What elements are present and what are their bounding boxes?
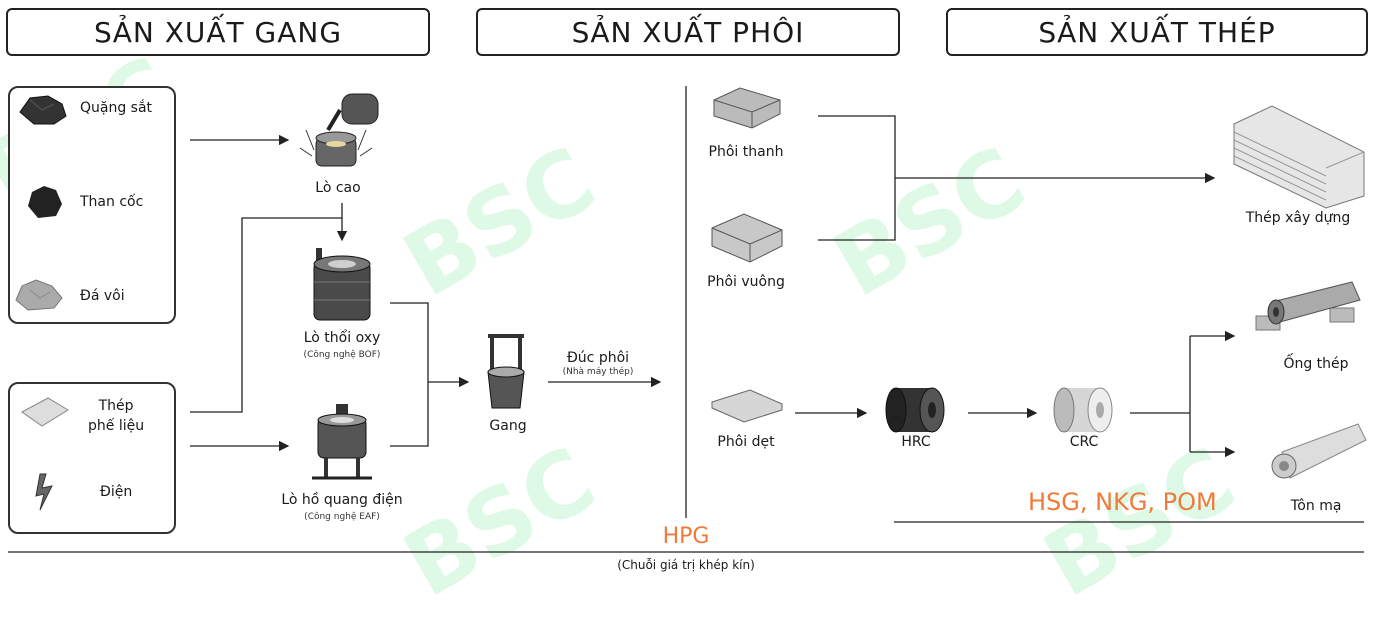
label-hrc: HRC [901, 434, 931, 450]
footer-caption: (Chuỗi giá trị khép kín) [617, 558, 755, 572]
label-steel-pipe: Ống thép [1283, 356, 1349, 372]
header-iron-production: SẢN XUẤT GANG [6, 8, 430, 56]
blast-furnace-icon [299, 93, 379, 167]
label-iron-ore: Quặng sắt [80, 100, 153, 116]
header-billet-production: SẢN XUẤT PHÔI [476, 8, 900, 56]
label-crc: CRC [1069, 434, 1099, 450]
steel-pipe-icon [1255, 281, 1361, 331]
coke-icon [28, 186, 62, 218]
lightning-icon [35, 473, 53, 511]
hrc-coil-icon [885, 387, 945, 433]
label-scrap-steel: Thép phế liệu [88, 398, 145, 434]
flow-lines [8, 86, 1367, 553]
scrap-plate-icon [21, 397, 69, 427]
brand-hpg: HPG [662, 524, 710, 549]
header-steel-production: SẢN XUẤT THÉP [946, 8, 1368, 56]
label-bof: Lò thổi oxy [303, 330, 381, 346]
label-electricity: Điện [100, 484, 133, 500]
eaf-furnace-icon [312, 404, 372, 480]
ladle-icon [487, 334, 525, 409]
label-billet-bar: Phôi thanh [708, 144, 784, 160]
label-limestone: Đá vôi [80, 288, 125, 304]
label-blast-furnace: Lò cao [315, 180, 361, 196]
galvanized-sheet-icon [1271, 423, 1367, 479]
label-casting-plant: (Nhà máy thép) [562, 367, 634, 377]
slab-icon [711, 389, 783, 423]
bof-furnace-icon [313, 248, 371, 321]
label-slab: Phôi dẹt [717, 434, 775, 450]
crc-coil-icon [1053, 387, 1113, 433]
label-casting: Đúc phôi [566, 350, 630, 366]
label-bof-tech: (Công nghệ BOF) [303, 350, 381, 360]
billet-bar-icon [713, 87, 781, 129]
label-galvanized-sheet: Tôn mạ [1290, 498, 1342, 514]
label-coke: Than cốc [80, 194, 144, 210]
rebar-bundle-icon [1233, 105, 1365, 209]
label-eaf-tech: (Công nghệ EAF) [304, 512, 380, 522]
label-construction-steel: Thép xây dựng [1245, 210, 1351, 226]
label-eaf: Lò hồ quang điện [281, 492, 403, 508]
billet-square-icon [711, 213, 783, 263]
label-pig-iron: Gang [489, 418, 527, 434]
limestone-icon [15, 279, 63, 311]
iron-ore-icon [19, 95, 67, 125]
label-billet-square: Phôi vuông [707, 274, 785, 290]
label-companies: HSG, NKG, POM [1028, 488, 1217, 516]
